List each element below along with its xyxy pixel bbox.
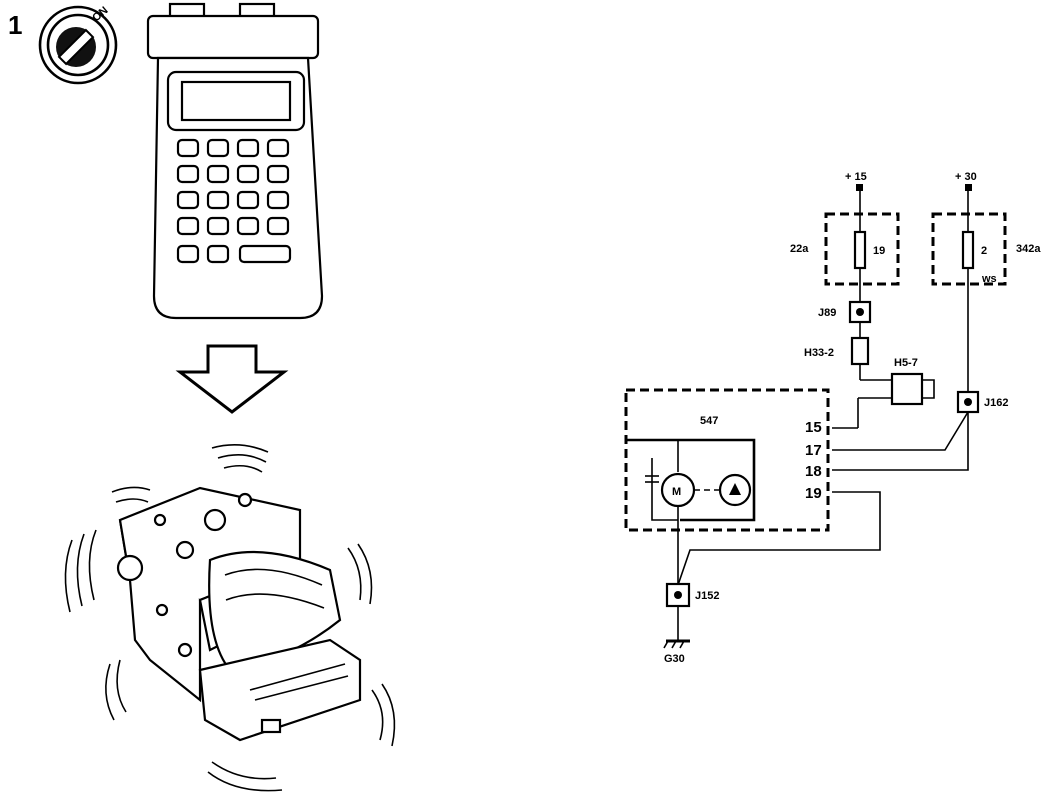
module-547-label: 547: [700, 415, 718, 427]
fuse-2-label: 2: [981, 245, 987, 257]
connector-j152-label: J152: [695, 590, 719, 602]
connector-h33-label: H33-2: [804, 347, 834, 359]
pin-15-label: 15: [805, 419, 822, 436]
down-arrow-icon: [175, 344, 289, 414]
hand-held-diagnostic-tester-icon: [146, 2, 324, 320]
connector-j89-label: J89: [818, 307, 836, 319]
wiring-schematic: + 15 + 30 22a 19 342a 2 ws J89 H33-2 H5-…: [624, 171, 1041, 665]
connector-h5-label: H5-7: [894, 357, 918, 369]
key-switch-on-icon: ON: [38, 4, 118, 85]
step-number: 1: [8, 10, 22, 40]
pin-19-label: 19: [805, 485, 822, 502]
connector-j162-label: J162: [984, 397, 1008, 409]
ground-g30-label: G30: [664, 653, 685, 665]
tester-keypad: [176, 138, 292, 264]
fuse-box-342a: [931, 212, 1007, 286]
fuse-2-sub-label: ws: [981, 273, 997, 285]
motor-label: M: [672, 486, 681, 498]
module-547: [624, 388, 830, 532]
fuse-box-22a: [824, 212, 900, 286]
fuse-box-22a-label: 22a: [790, 243, 809, 255]
pin-17-label: 17: [805, 442, 822, 459]
fuse-19-label: 19: [873, 245, 885, 257]
vibrating-abs-hydraulic-unit-icon: [64, 444, 396, 792]
supply-15-label: + 15: [845, 171, 867, 183]
supply-30-label: + 30: [955, 171, 977, 183]
fuse-box-342a-label: 342a: [1016, 243, 1041, 255]
pin-18-label: 18: [805, 463, 822, 480]
